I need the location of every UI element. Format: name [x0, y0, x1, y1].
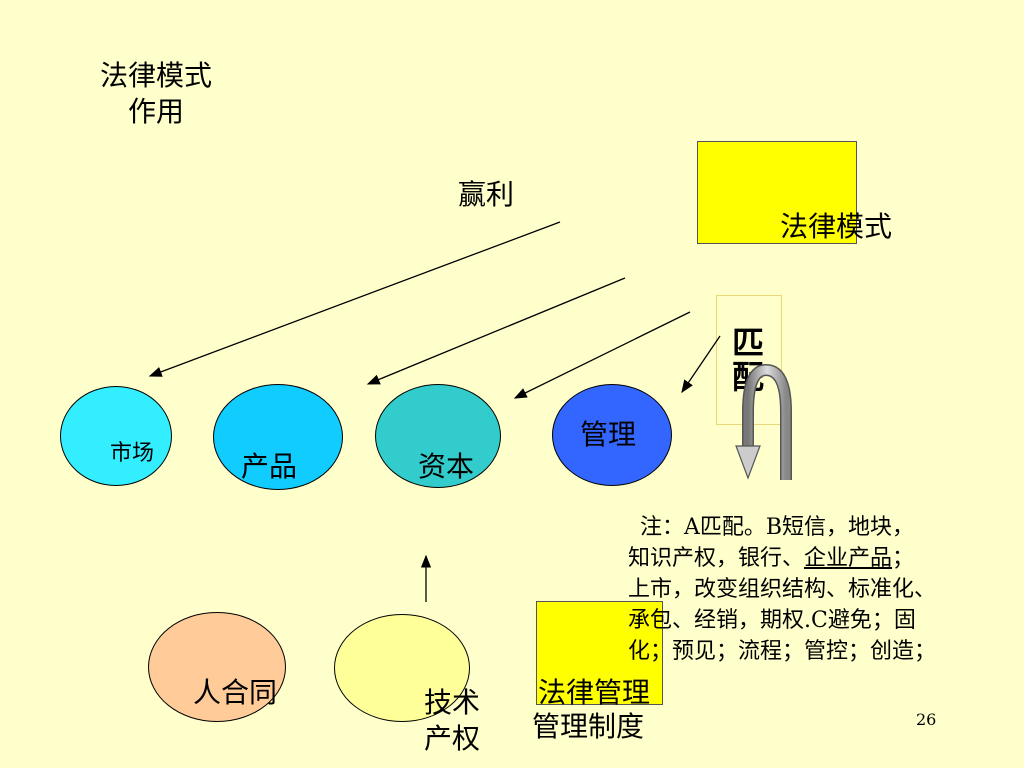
- match-char-1: 匹: [732, 324, 765, 362]
- capital-label: 资本: [418, 450, 475, 483]
- note-line-2-underlined: 企业产品: [804, 546, 893, 571]
- note-line-2: 知识产权，银行、企业产品；: [628, 543, 1024, 574]
- title-line-1: 法律模式: [99, 59, 212, 92]
- contract-node: [148, 612, 286, 722]
- note-block: 注：A匹配。B短信，地块， 知识产权，银行、企业产品； 上市，改变组织结构、标准…: [628, 512, 1024, 667]
- note-line-3: 上市，改变组织结构、标准化、: [628, 577, 937, 602]
- curved-arrow-head: [735, 445, 761, 480]
- legal-mode-label: 法律模式: [780, 210, 893, 243]
- market-node: [60, 386, 172, 486]
- title-line-2: 作用: [127, 95, 184, 128]
- note-line-2-pre: 知识产权，银行、: [628, 546, 805, 571]
- page-number: 26: [916, 710, 937, 729]
- arrow-to-market: [148, 221, 561, 377]
- slide-title: 法律模式 作用: [86, 58, 226, 130]
- arrow-to-management: [681, 335, 721, 394]
- product-label: 产品: [241, 450, 298, 483]
- note-line-1: 注：A匹配。B短信，地块，: [640, 515, 915, 540]
- tech-ip-node: [334, 614, 470, 722]
- legal-management-box: [536, 601, 663, 705]
- legal-management-label: 法律管理: [538, 676, 651, 709]
- product-node: [213, 384, 343, 490]
- profit-label: 赢利: [458, 178, 515, 211]
- legal-mode-box: [697, 141, 857, 244]
- tech-ip-line-2: 产权: [424, 722, 481, 755]
- management-node: [552, 384, 672, 486]
- market-label: 市场: [110, 441, 155, 466]
- note-line-4: 承包、经销，期权.C避免；固: [628, 608, 916, 633]
- curved-arrow-fill: [743, 365, 791, 480]
- arrow-to-capital: [513, 311, 691, 399]
- capital-node: [375, 384, 501, 488]
- tech-ip-line-1: 技术: [424, 686, 481, 719]
- management-system-label: 管理制度: [532, 710, 645, 743]
- tech-ip-label: 技术 产权: [424, 685, 480, 757]
- management-label: 管理: [580, 418, 637, 451]
- contract-label: 人合同: [193, 676, 278, 709]
- arrow-to-product: [366, 277, 626, 385]
- note-line-2-post: ；: [892, 546, 915, 571]
- note-line-5: 化；预见；流程；管控；创造；: [628, 639, 937, 664]
